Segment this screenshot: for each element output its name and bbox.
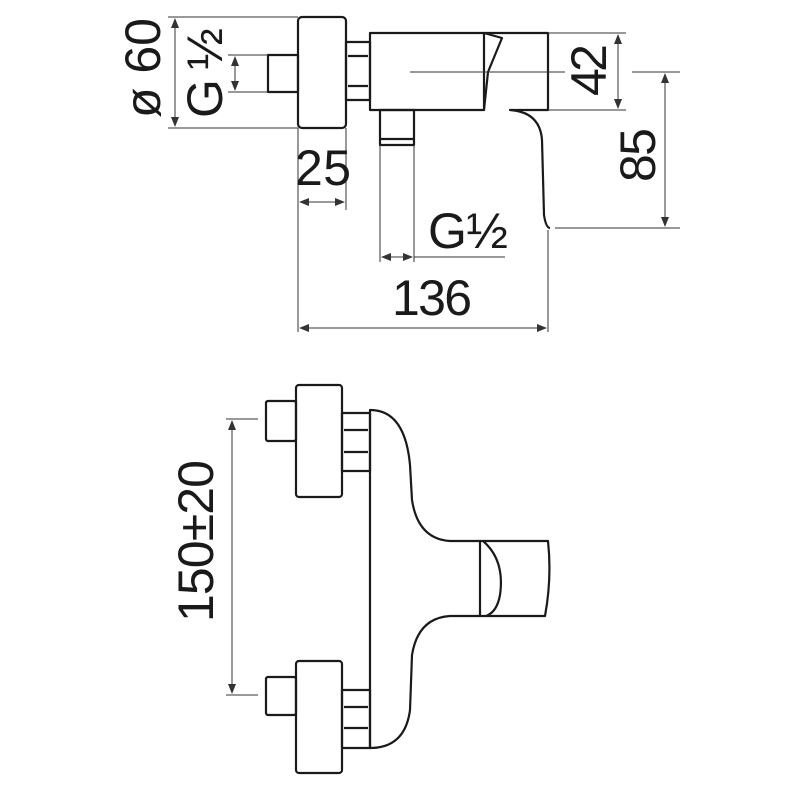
diameter-label: ø 60 bbox=[115, 18, 171, 118]
lever-cap bbox=[482, 31, 504, 111]
outlet-connector bbox=[378, 108, 416, 147]
wall-flange bbox=[296, 15, 348, 130]
inlet-thread-label: G½ bbox=[177, 28, 233, 118]
lever-front bbox=[480, 539, 551, 618]
outlet-thread-label: G½ bbox=[428, 203, 508, 259]
side-view: ø 60 G½ 42 85 25 G½ 136 bbox=[115, 15, 680, 332]
hex-nut bbox=[344, 40, 372, 102]
mixer-body-front bbox=[368, 408, 482, 750]
lever-handle bbox=[484, 31, 551, 230]
upper-inlet bbox=[264, 383, 372, 499]
front-view: 150±20 bbox=[168, 383, 551, 775]
flange-depth-label: 25 bbox=[295, 140, 351, 196]
lever-curve bbox=[482, 540, 502, 618]
lower-inlet bbox=[264, 659, 372, 775]
body-height-label: 42 bbox=[561, 44, 617, 96]
total-depth-label: 136 bbox=[392, 270, 472, 326]
lever-height-label: 85 bbox=[610, 128, 666, 182]
inlet-stub bbox=[266, 53, 300, 94]
center-distance-label: 150±20 bbox=[168, 460, 224, 622]
